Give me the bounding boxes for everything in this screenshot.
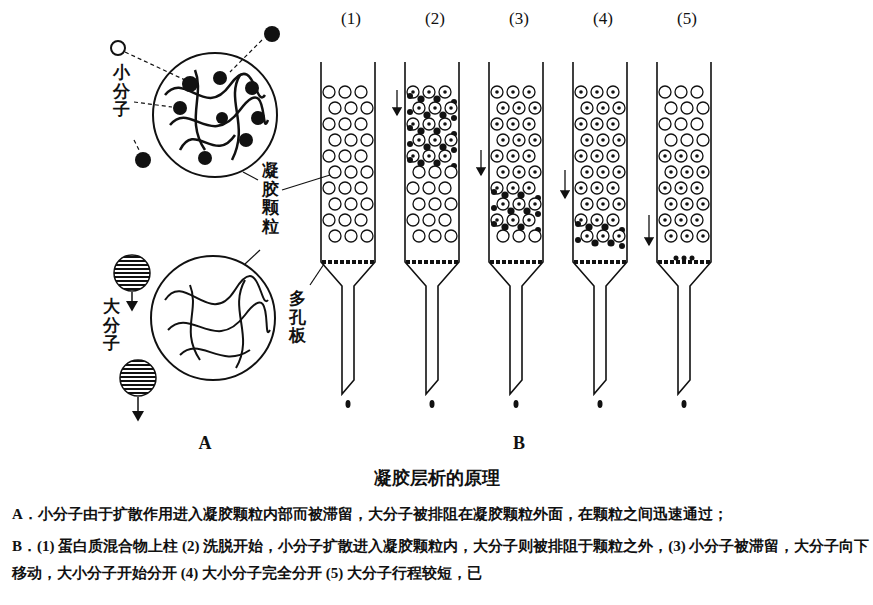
panel-letter: B xyxy=(504,432,534,455)
step-number: (3) xyxy=(499,8,539,30)
figure-title: 凝胶层析的原理 xyxy=(0,466,873,490)
part-label: 多孔板 xyxy=(289,290,306,346)
part-label: 大分子 xyxy=(103,298,120,354)
porous-plate xyxy=(490,260,542,264)
porous-plate xyxy=(406,260,458,264)
column xyxy=(565,62,627,408)
small-molecule-open xyxy=(111,41,125,55)
gel-bead-small xyxy=(153,53,277,177)
part-label: 小分子 xyxy=(113,64,130,120)
column xyxy=(481,62,543,408)
leader-line xyxy=(243,172,330,285)
gel-bead-large xyxy=(151,256,275,380)
step-number: (1) xyxy=(331,8,371,30)
explanation-text: A．小分子由于扩散作用进入凝胶颗粒内部而被滞留，大分子被排阻在凝胶颗粒外面，在颗… xyxy=(12,505,870,525)
step-number: (5) xyxy=(667,8,707,30)
column xyxy=(321,62,375,408)
porous-plate xyxy=(658,260,710,264)
small-molecule xyxy=(135,26,280,168)
explanation-text: B．(1) 蛋白质混合物上柱 (2) 洗脱开始，小分子扩散进入凝胶颗粒内，大分子… xyxy=(12,533,870,587)
large-molecule xyxy=(114,255,156,420)
chromatography-columns xyxy=(321,62,711,408)
porous-plate xyxy=(322,260,374,264)
panel-letter: A xyxy=(190,432,220,455)
step-number: (4) xyxy=(583,8,623,30)
leader-line xyxy=(125,40,262,152)
column xyxy=(397,62,459,408)
part-label: 凝胶颗粒 xyxy=(262,162,279,237)
column xyxy=(649,62,711,408)
porous-plate xyxy=(574,260,626,264)
step-number: (2) xyxy=(415,8,455,30)
